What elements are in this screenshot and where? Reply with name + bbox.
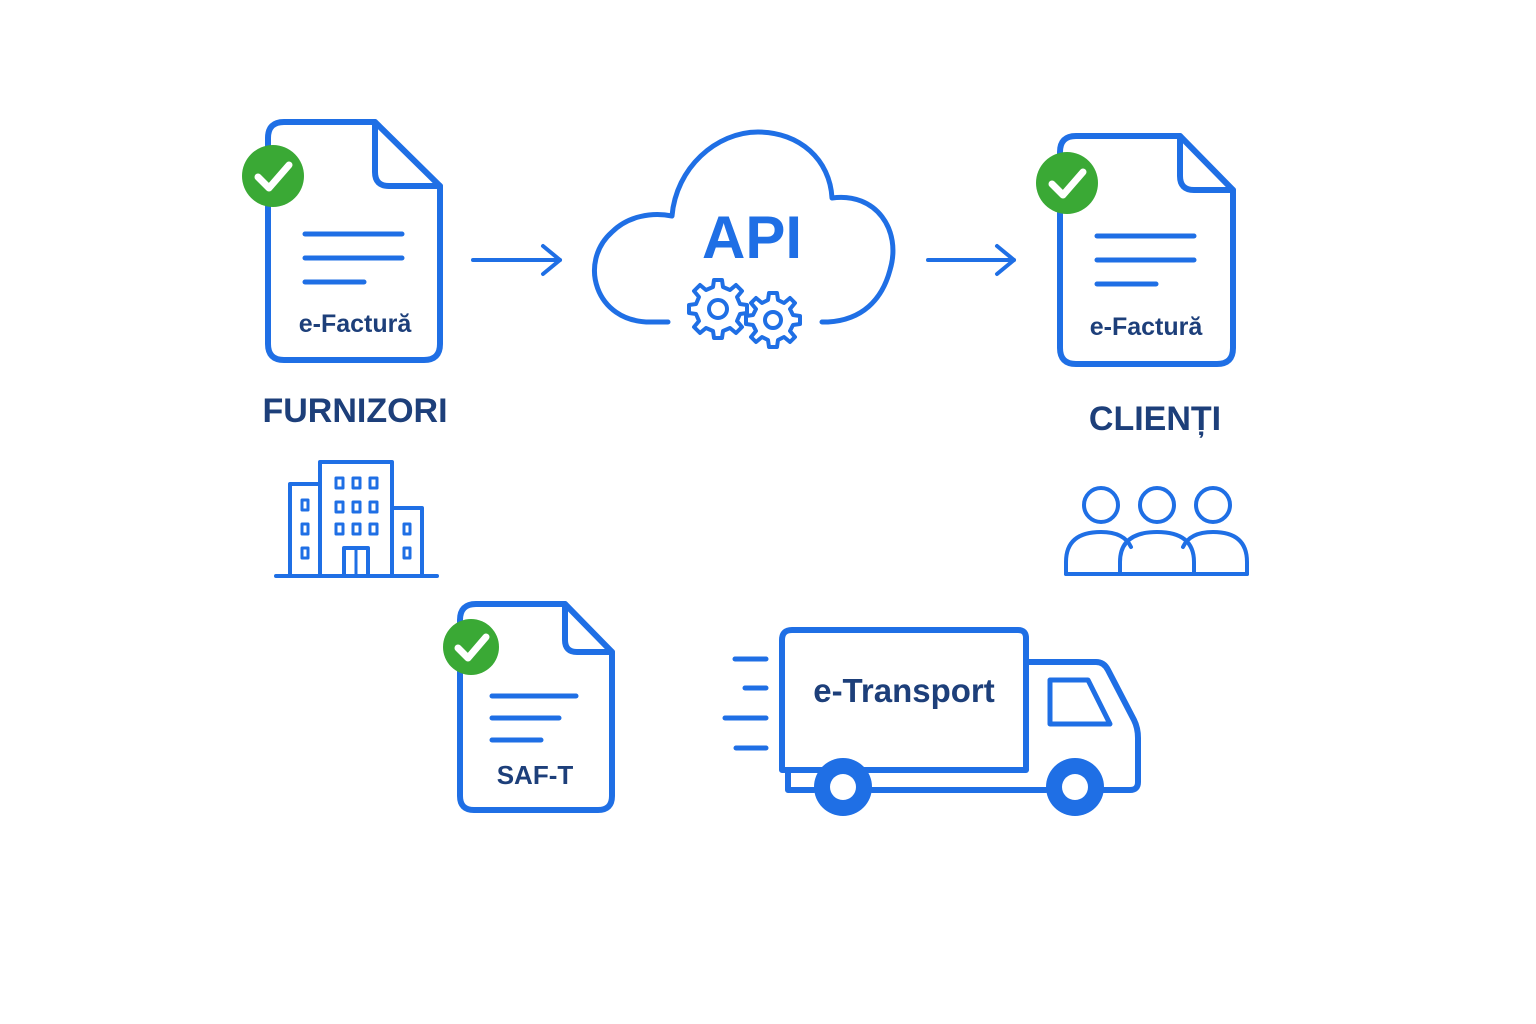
document-icon [1057,133,1236,367]
gears-icon [687,278,802,349]
client-invoice-document: e-Factură [1036,133,1236,367]
building-icon [274,460,439,578]
check-icon [443,619,499,675]
transport-label: e-Transport [813,672,995,709]
supplier-invoice-document: e-Factură [242,119,443,363]
check-icon [1036,152,1098,214]
document-icon [265,119,443,363]
api-label: API [702,204,802,271]
truck-icon [722,627,1141,816]
arrow-right-icon [926,244,1016,276]
saft-document: SAF-T [443,601,615,813]
suppliers-label: FURNIZORI [262,392,447,430]
document-icon [457,601,615,813]
api-cloud: API [592,129,896,349]
people-icon [1064,486,1249,576]
client-invoice-label: e-Factură [1090,313,1204,341]
clients-label: CLIENȚI [1089,400,1221,438]
saft-label: SAF-T [497,760,574,790]
check-icon [242,145,304,207]
cloud-icon [592,129,896,325]
supplier-invoice-label: e-Factură [299,310,413,338]
arrow-right-icon [471,244,562,276]
